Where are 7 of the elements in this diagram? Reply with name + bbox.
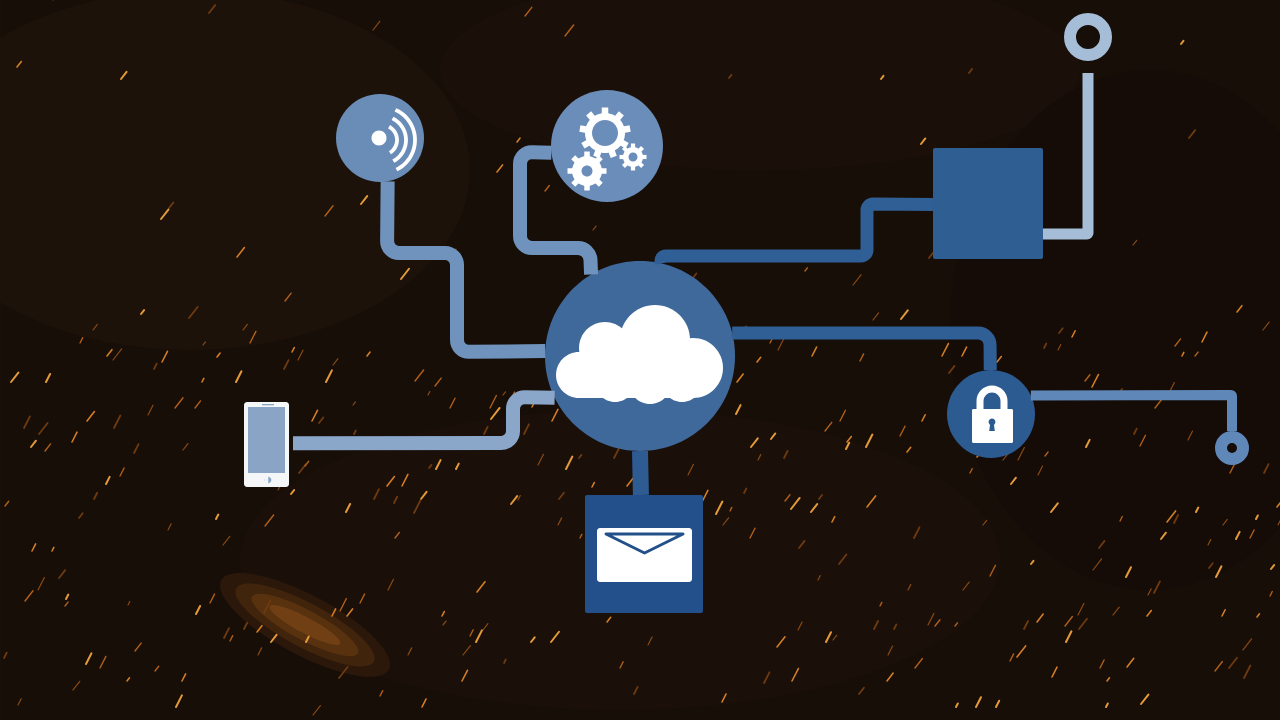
connector-line xyxy=(732,326,997,371)
icon-circle xyxy=(336,94,424,182)
connector-line xyxy=(380,181,546,359)
connector-line xyxy=(293,390,555,451)
phone-icon xyxy=(244,402,289,487)
connector-line xyxy=(632,450,649,496)
ring-terminal xyxy=(1064,13,1112,61)
